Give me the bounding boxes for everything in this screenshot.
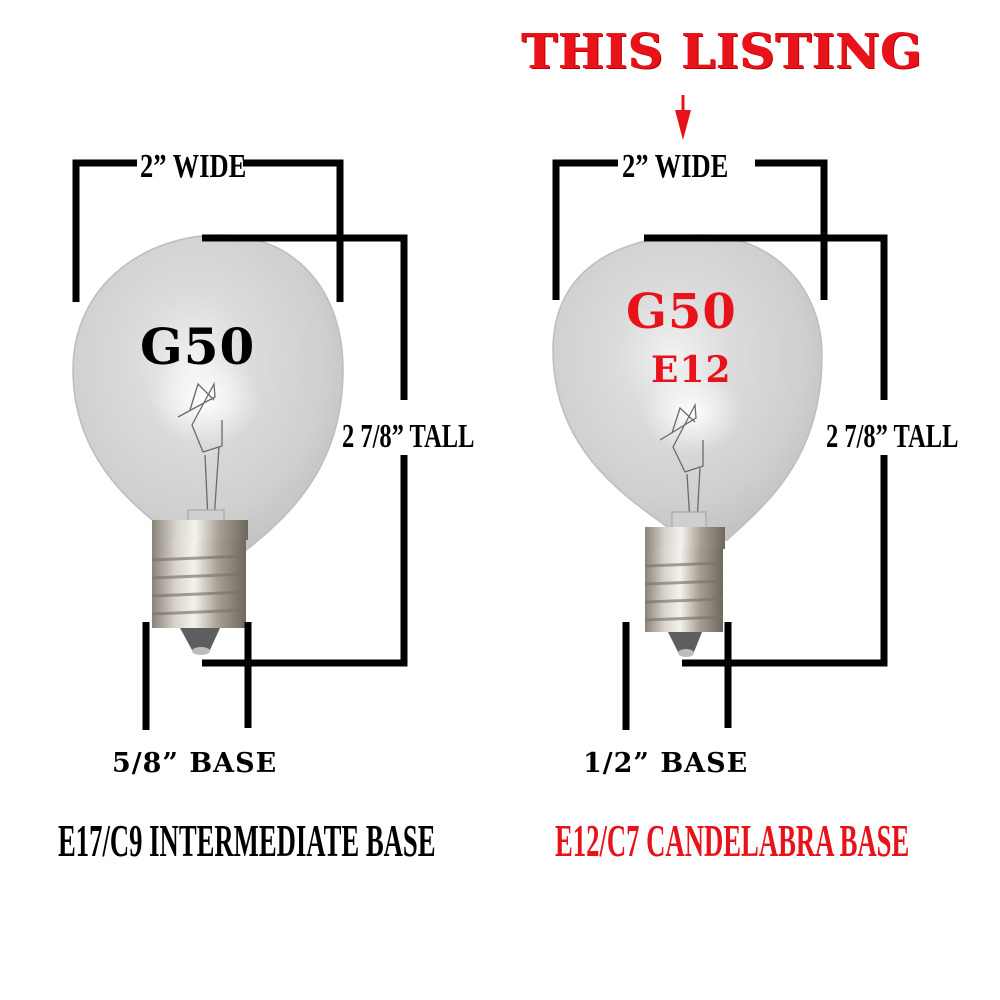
right-base-dimension: 1/2” BASE — [583, 748, 749, 779]
down-arrow-icon — [675, 95, 691, 140]
left-bulb-illustration — [72, 234, 344, 655]
left-base-dimension: 5/8” BASE — [112, 748, 278, 779]
left-width-dimension: 2” WIDE — [140, 148, 247, 185]
right-bulb-shape-label: G50 — [626, 284, 737, 340]
right-width-dimension: 2” WIDE — [622, 148, 729, 185]
right-dimension-lines — [552, 159, 888, 730]
this-listing-callout: THIS LISTING — [522, 24, 923, 80]
right-height-dimension: 2 7/8” TALL — [826, 418, 959, 455]
right-base-type: E12/C7 CANDELABRA BASE — [555, 815, 910, 866]
right-bulb-illustration — [552, 234, 823, 657]
left-base-type: E17/C9 INTERMEDIATE BASE — [58, 815, 436, 866]
right-bulb-base-code-label: E12 — [651, 349, 732, 391]
left-bulb-shape-label: G50 — [140, 317, 256, 376]
left-dimension-lines — [72, 159, 408, 730]
left-height-dimension: 2 7/8” TALL — [342, 418, 475, 455]
